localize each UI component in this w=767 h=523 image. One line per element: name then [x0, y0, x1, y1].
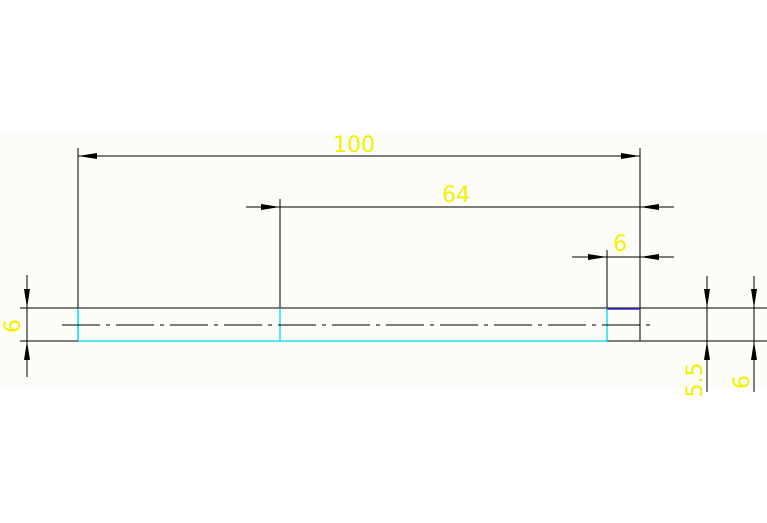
arrowhead-left-height-top [24, 289, 30, 308]
dimension-label-right-height-b: 6 [730, 375, 755, 389]
arrowhead-100-left [78, 153, 97, 159]
arrowhead-64-left [261, 204, 280, 210]
dimension-inner-length: 64 [246, 183, 674, 308]
dimension-label-6-horizontal: 6 [613, 232, 627, 257]
arrowhead-6-right [640, 254, 659, 260]
dimension-label-right-height-a: 5.5 [683, 363, 708, 398]
dimension-left-height: 6 [1, 275, 78, 377]
dimension-label-64: 64 [442, 183, 470, 208]
arrowhead-64-right [640, 204, 659, 210]
dimension-end-width: 6 [572, 232, 674, 308]
drawing-area-background [0, 132, 767, 388]
arrowhead-right-height-b-bottom [751, 341, 757, 360]
arrowhead-right-height-b-top [751, 289, 757, 308]
arrowhead-6-left [588, 254, 607, 260]
dimension-label-100: 100 [333, 133, 375, 158]
dimension-right-height-a: 5.5 [683, 276, 710, 398]
arrowhead-right-height-a-bottom [704, 341, 710, 360]
arrowhead-left-height-bottom [24, 341, 30, 360]
arrowhead-right-height-a-top [704, 289, 710, 308]
part-geometry [62, 307, 716, 342]
dimension-overall-length: 100 [77, 133, 641, 308]
dimension-label-left-height: 6 [1, 319, 26, 333]
dimension-right-height-b: 6 [716, 276, 767, 392]
arrowhead-100-right [621, 153, 640, 159]
